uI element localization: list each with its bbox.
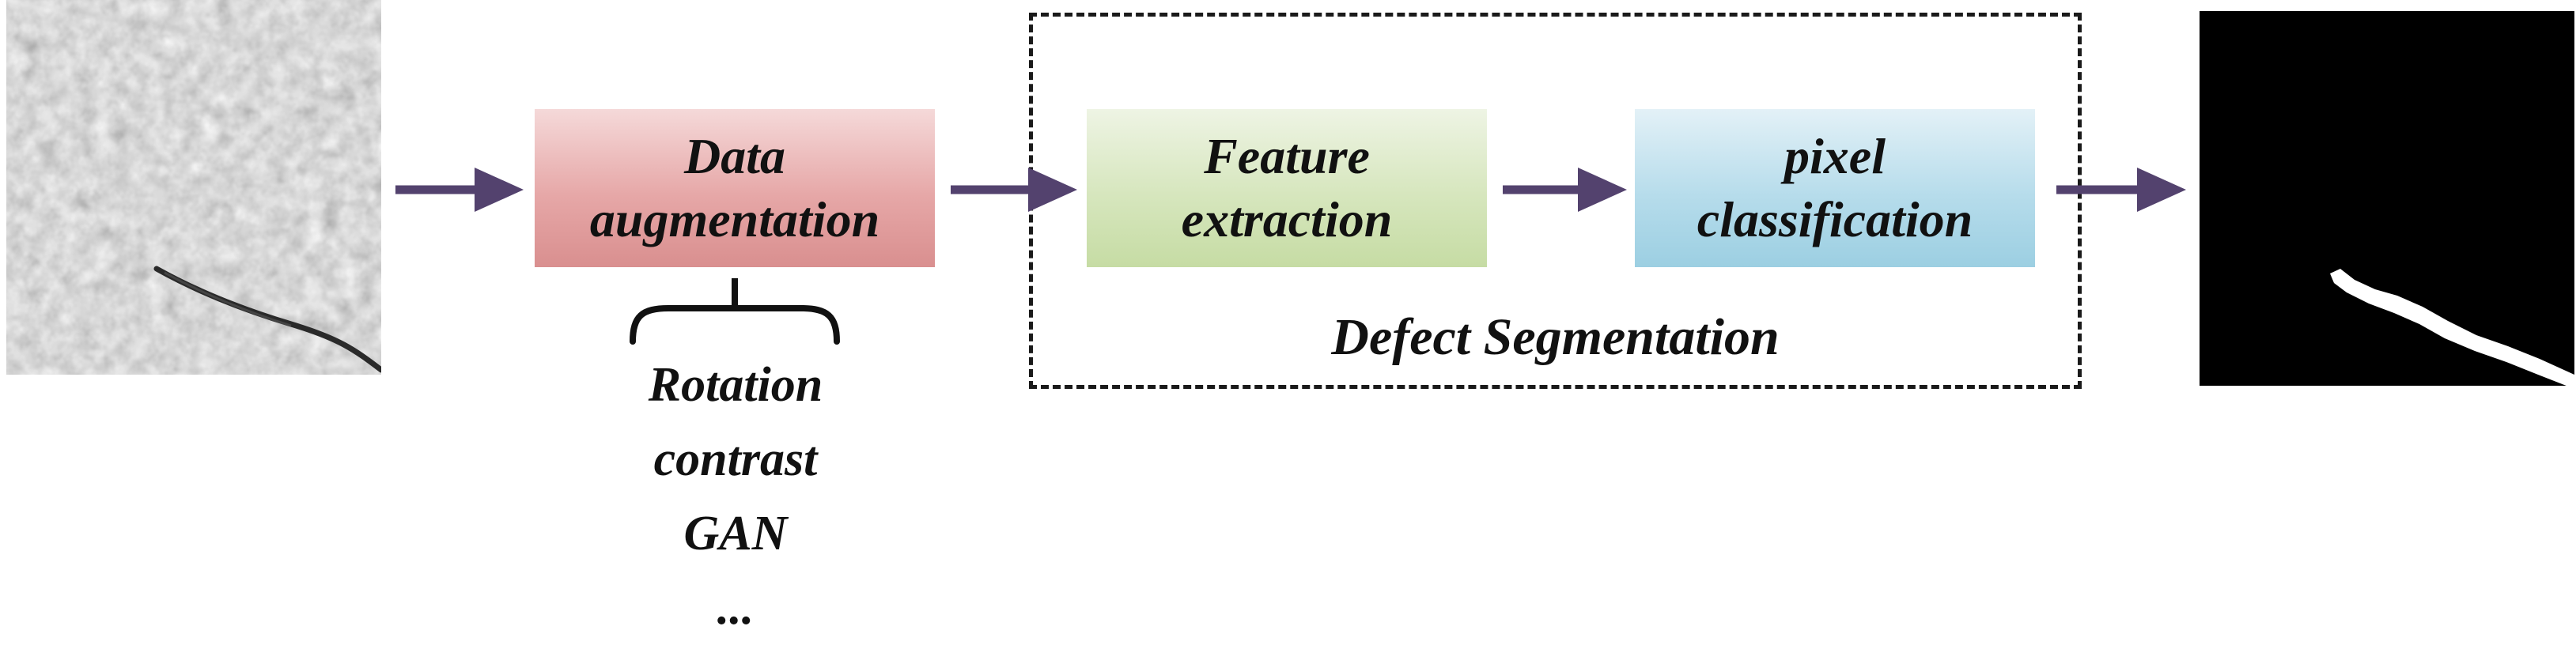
feature-extraction-line2: extraction [1181, 191, 1393, 247]
augmentation-methods-list: Rotation contrast GAN ... [554, 348, 917, 645]
pixel-classification-line2: classification [1697, 191, 1973, 247]
pixel-classification-line1: pixel [1784, 128, 1886, 184]
input-crack-texture [6, 0, 384, 375]
data-augmentation-line2: augmentation [589, 191, 880, 247]
data-augmentation-box: Data augmentation [535, 109, 935, 267]
pixel-classification-box: pixel classification [1635, 109, 2035, 267]
output-mask-shape [2200, 11, 2574, 389]
augmentation-method-gan: GAN [683, 507, 788, 560]
augmentation-brace [630, 278, 840, 345]
data-augmentation-line1: Data [684, 128, 785, 184]
input-crack-image [6, 0, 384, 375]
augmentation-method-rotation: Rotation [648, 358, 823, 412]
feature-extraction-line1: Feature [1204, 128, 1370, 184]
augmentation-method-ellipsis: ... [717, 581, 755, 635]
augmentation-method-contrast: contrast [653, 432, 818, 486]
feature-extraction-box: Feature extraction [1087, 109, 1487, 267]
defect-segmentation-label: Defect Segmentation [1331, 308, 1780, 366]
output-mask-image [2200, 11, 2574, 389]
arrow-input-to-augmentation [395, 168, 524, 212]
